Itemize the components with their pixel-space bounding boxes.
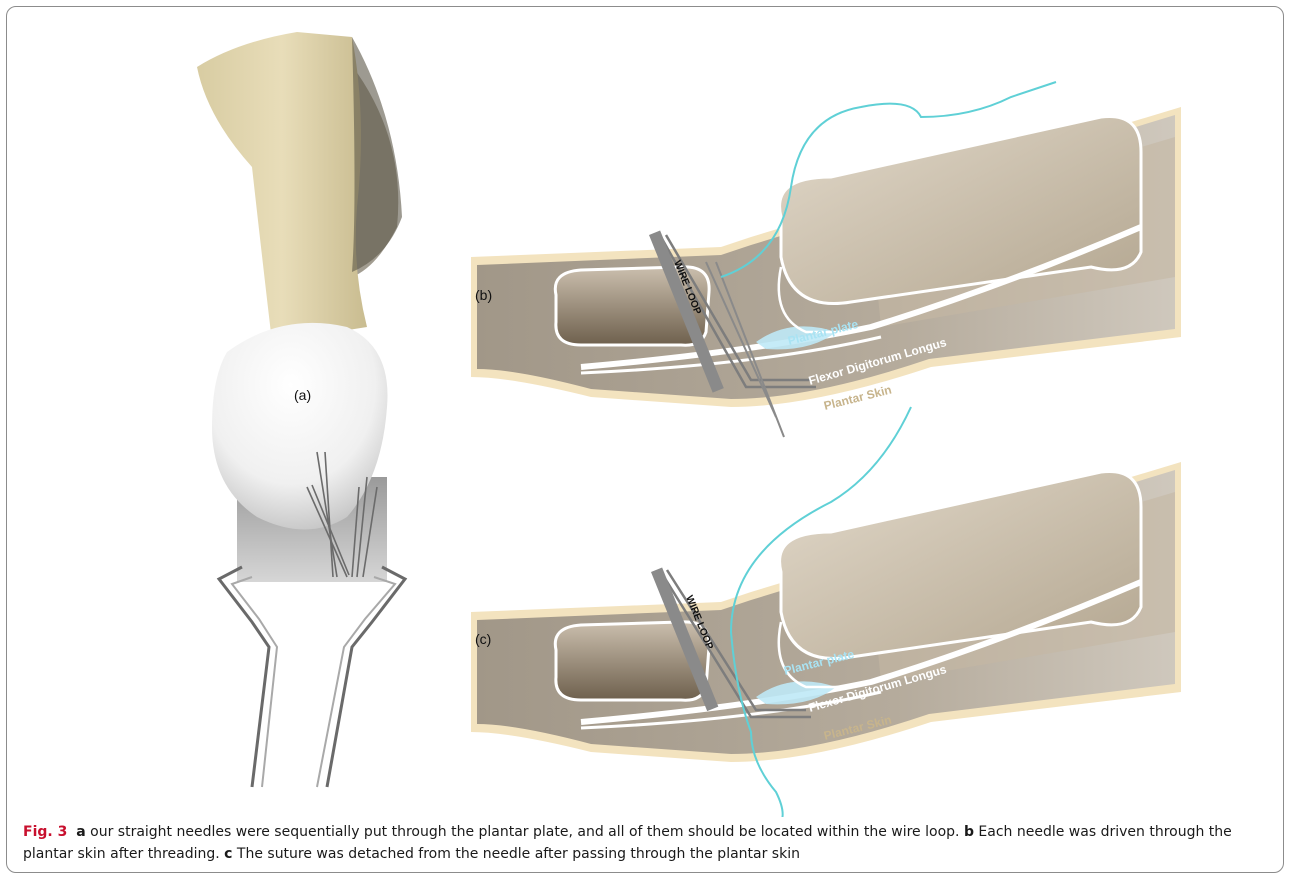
- caption-c-letter: c: [224, 846, 232, 862]
- figure-illustration: (a) (b) WIRE LOOP Plantar plate Flexor D…: [7, 7, 1284, 817]
- panel-c-label: (c): [475, 631, 491, 647]
- panel-a-label: (a): [294, 387, 311, 403]
- caption-a-letter: a: [76, 824, 85, 840]
- caption-b-letter: b: [964, 824, 974, 840]
- caption-c-text: The suture was detached from the needle …: [237, 846, 800, 862]
- panel-c-illustration: [471, 407, 1181, 817]
- panel-b-label: (b): [475, 287, 492, 303]
- figure-label: Fig. 3: [23, 824, 67, 840]
- caption-a-text: our straight needles were sequentially p…: [90, 824, 959, 840]
- panel-b-illustration: [471, 82, 1181, 437]
- figure-frame: (a) (b) WIRE LOOP Plantar plate Flexor D…: [6, 6, 1284, 873]
- figure-caption: Fig. 3 a our straight needles were seque…: [23, 821, 1273, 865]
- panel-a-illustration: [197, 32, 405, 787]
